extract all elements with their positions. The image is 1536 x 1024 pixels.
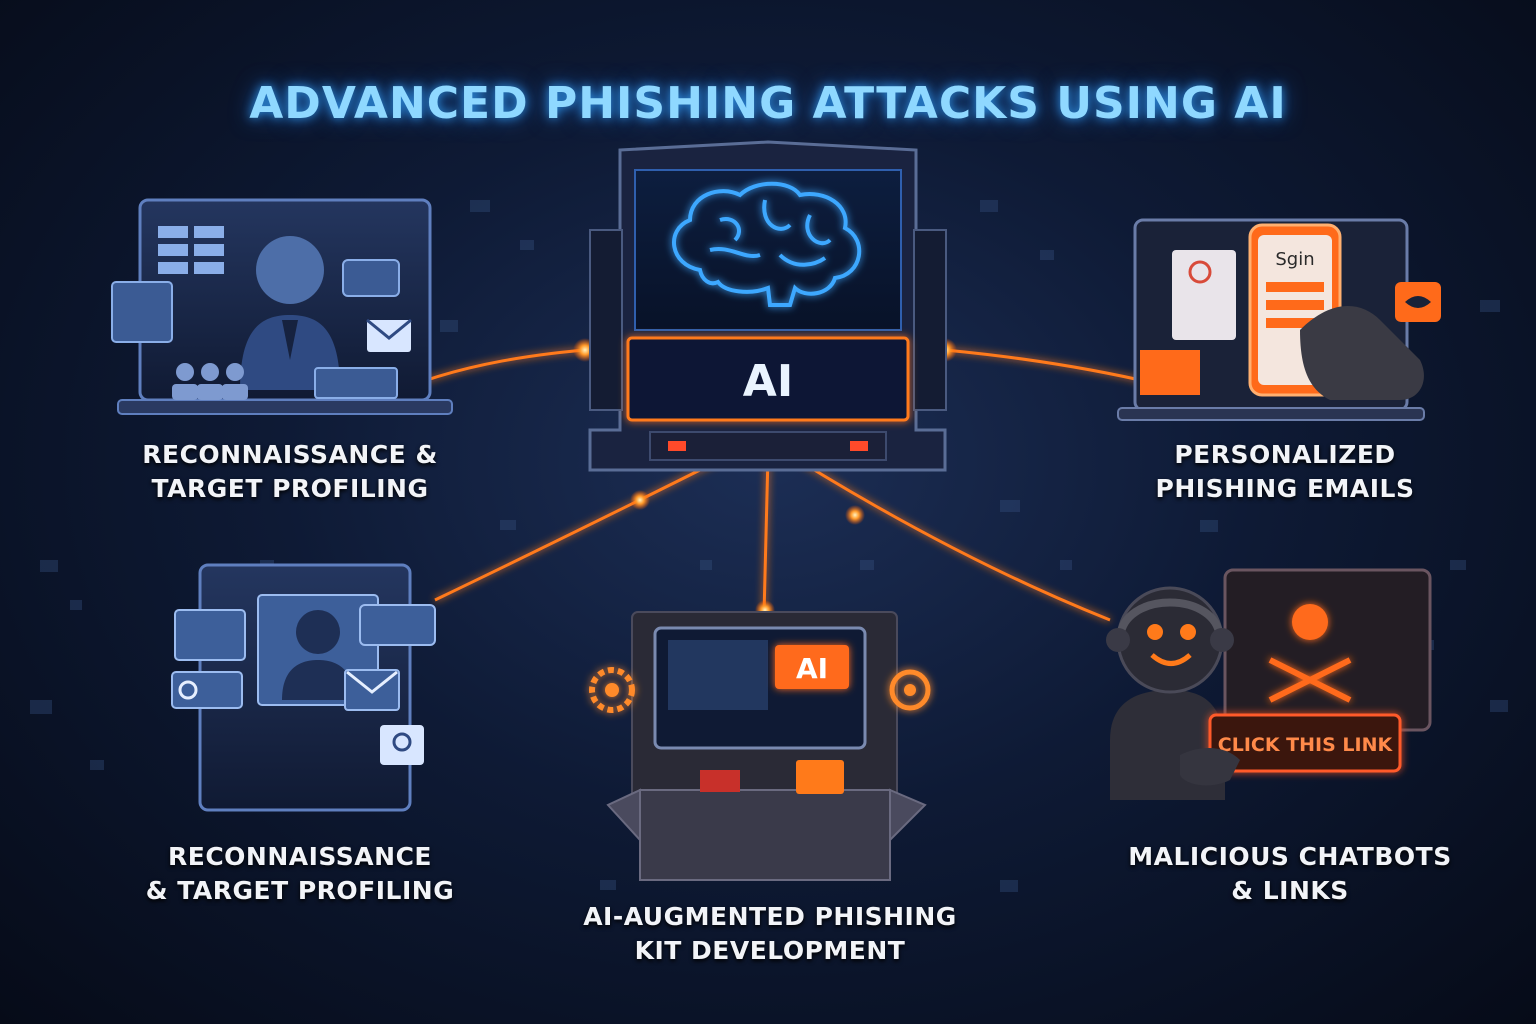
- caption-line: MALICIOUS CHATBOTS: [1128, 842, 1452, 871]
- caption-bottom-left: RECONNAISSANCE & TARGET PROFILING: [120, 840, 480, 908]
- node-bottom-left: [171, 563, 436, 812]
- email-card: [1172, 250, 1236, 340]
- kit-component: [796, 760, 844, 794]
- pointing-hand: [1180, 748, 1240, 786]
- list-card: [174, 609, 246, 661]
- search-icon: [178, 680, 198, 700]
- kit-ai-label: AI: [796, 652, 828, 685]
- box-flap-right: [889, 788, 927, 843]
- caption-line: RECONNAISSANCE &: [142, 440, 438, 469]
- phone-form-field: [1266, 318, 1324, 328]
- gloved-hand: [1300, 306, 1424, 400]
- search-card: [171, 671, 243, 709]
- caption-bottom-right: MALICIOUS CHATBOTS & LINKS: [1090, 840, 1490, 908]
- ai-hub: AI: [588, 140, 947, 472]
- caption-line: AI-AUGMENTED PHISHING: [583, 902, 957, 931]
- caption-top-right: PERSONALIZED PHISHING EMAILS: [1100, 438, 1470, 506]
- eye-icon: [1405, 296, 1431, 308]
- mail-icon: [366, 318, 412, 352]
- click-link-label: CLICK THIS LINK: [1218, 734, 1394, 756]
- node-bottom-center: AI: [589, 611, 931, 881]
- node-bottom-right: CLICK THIS LINK: [1106, 568, 1432, 800]
- hub-side-left: [589, 229, 623, 411]
- skull-icon: [1268, 604, 1352, 703]
- hub-side-right: [913, 229, 947, 411]
- phone-form-field: [1266, 300, 1324, 310]
- caption-line: RECONNAISSANCE: [167, 842, 432, 871]
- kit-ai-badge: [775, 645, 849, 689]
- hub-base-led-left: [668, 441, 686, 451]
- hub-label: AI: [743, 356, 793, 407]
- caption-line: PHISHING EMAILS: [1155, 474, 1415, 503]
- node-top-left: [111, 198, 453, 415]
- grid-widget: [158, 226, 224, 274]
- laptop-base: [1117, 407, 1425, 421]
- chat-bubble: [359, 604, 436, 646]
- open-box: [639, 789, 891, 881]
- hub-base-led-right: [850, 441, 868, 451]
- connector-to-bottom-left: [434, 458, 721, 602]
- text-card: [314, 367, 398, 399]
- caption-line: & LINKS: [1231, 876, 1349, 905]
- brain-icon: [672, 181, 862, 307]
- phone-signin-text: Sgin: [1275, 249, 1314, 270]
- mail-icon: [344, 669, 400, 711]
- phone-form-field: [1266, 282, 1324, 292]
- hub-base: [649, 431, 887, 461]
- connector-to-bottom-right: [797, 458, 1111, 622]
- contact-icon: [380, 725, 424, 765]
- connector-to-top-right: [944, 348, 1141, 382]
- kit-component: [700, 770, 740, 792]
- caption-line: PERSONALIZED: [1174, 440, 1396, 469]
- connector-to-bottom-center: [762, 454, 770, 616]
- background-pixels: [30, 200, 1508, 892]
- kit-monitor-content: [668, 640, 768, 710]
- click-link-button: [1208, 713, 1402, 773]
- caption-line: & TARGET PROFILING: [145, 876, 455, 905]
- chat-bubble: [342, 259, 400, 297]
- caption-bottom-center: AI-AUGMENTED PHISHING KIT DEVELOPMENT: [520, 900, 1020, 968]
- envelope-icon: [1140, 350, 1200, 395]
- hub-label-plate: [626, 336, 910, 422]
- person-icon: [282, 610, 354, 700]
- node-top-right: Sgin: [1117, 218, 1441, 421]
- caption-line: KIT DEVELOPMENT: [634, 936, 906, 965]
- tool-icon: [889, 669, 931, 711]
- group-icon: [172, 363, 248, 400]
- side-card: [111, 281, 173, 343]
- heart-icon: [1188, 260, 1212, 284]
- diagram-title: ADVANCED PHISHING ATTACKS USING AI: [249, 78, 1287, 129]
- caption-top-left: RECONNAISSANCE & TARGET PROFILING: [100, 438, 480, 506]
- monitor: [1223, 568, 1432, 732]
- laptop-base: [117, 399, 453, 415]
- box-flap-left: [606, 788, 641, 843]
- caption-line: TARGET PROFILING: [151, 474, 429, 503]
- gear-icon: [589, 667, 635, 713]
